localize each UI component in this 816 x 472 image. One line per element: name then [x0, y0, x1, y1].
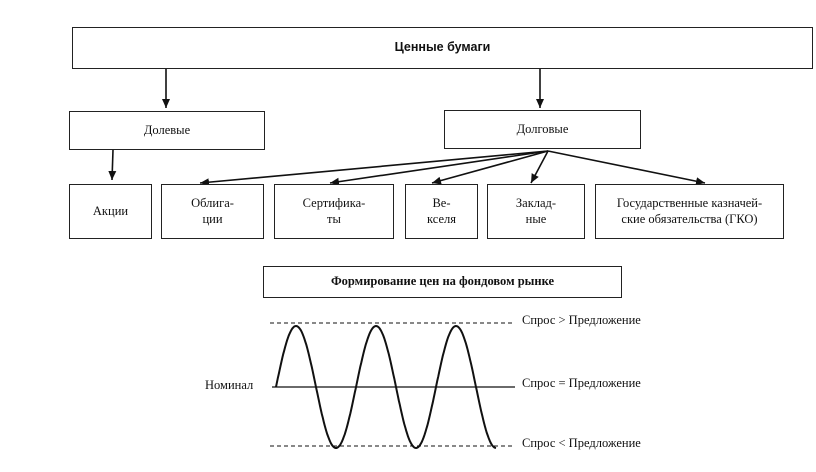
debt-fan-arrows [199, 150, 706, 187]
leaf-gko-label: Государственные казначей- ские обязатель… [616, 195, 763, 226]
leaf-mortgages: Заклад- ные [487, 184, 585, 239]
arrow-debt-to-bills [431, 150, 549, 185]
leaf-stocks-label: Акции [92, 203, 129, 218]
pricing-title-box: Формирование цен на фондовом рынке [263, 266, 622, 298]
root-box-securities: Ценные бумаги [72, 27, 813, 69]
arrow-debt-to-bonds [199, 150, 549, 187]
pricing-title: Формирование цен на фондовом рынке [330, 274, 555, 289]
leaf-bills: Ве- кселя [405, 184, 478, 239]
leaf-mortgages-label: Заклад- ные [515, 195, 557, 226]
price-oscillation-chart [270, 322, 515, 450]
debt-box: Долговые [444, 110, 641, 149]
root-label: Ценные бумаги [394, 40, 491, 55]
leaf-certificates-label: Сертифика- ты [302, 195, 366, 226]
leaf-stocks: Акции [69, 184, 152, 239]
arrow-equity-to-stocks [108, 149, 117, 181]
leaf-gko: Государственные казначей- ские обязатель… [595, 184, 784, 239]
nominal-label: Номинал [205, 378, 254, 392]
leaf-bills-label: Ве- кселя [427, 195, 456, 226]
equity-box: Долевые [69, 111, 265, 150]
level-equal-label: Спрос = Предложение [522, 376, 641, 390]
leaf-bonds: Облига- ции [161, 184, 264, 239]
leaf-certificates: Сертифика- ты [274, 184, 394, 239]
price-wave [275, 324, 497, 450]
arrow-debt-to-mortgages [530, 150, 549, 184]
equity-label: Долевые [143, 122, 191, 137]
level-high-label: Спрос > Предложение [522, 313, 641, 327]
arrow-debt-to-gko [547, 150, 706, 186]
arrow-debt-to-certificates [329, 150, 549, 186]
level-low-label: Спрос < Предложение [522, 436, 641, 450]
debt-label: Долговые [516, 121, 569, 136]
leaf-bonds-label: Облига- ции [191, 195, 234, 226]
